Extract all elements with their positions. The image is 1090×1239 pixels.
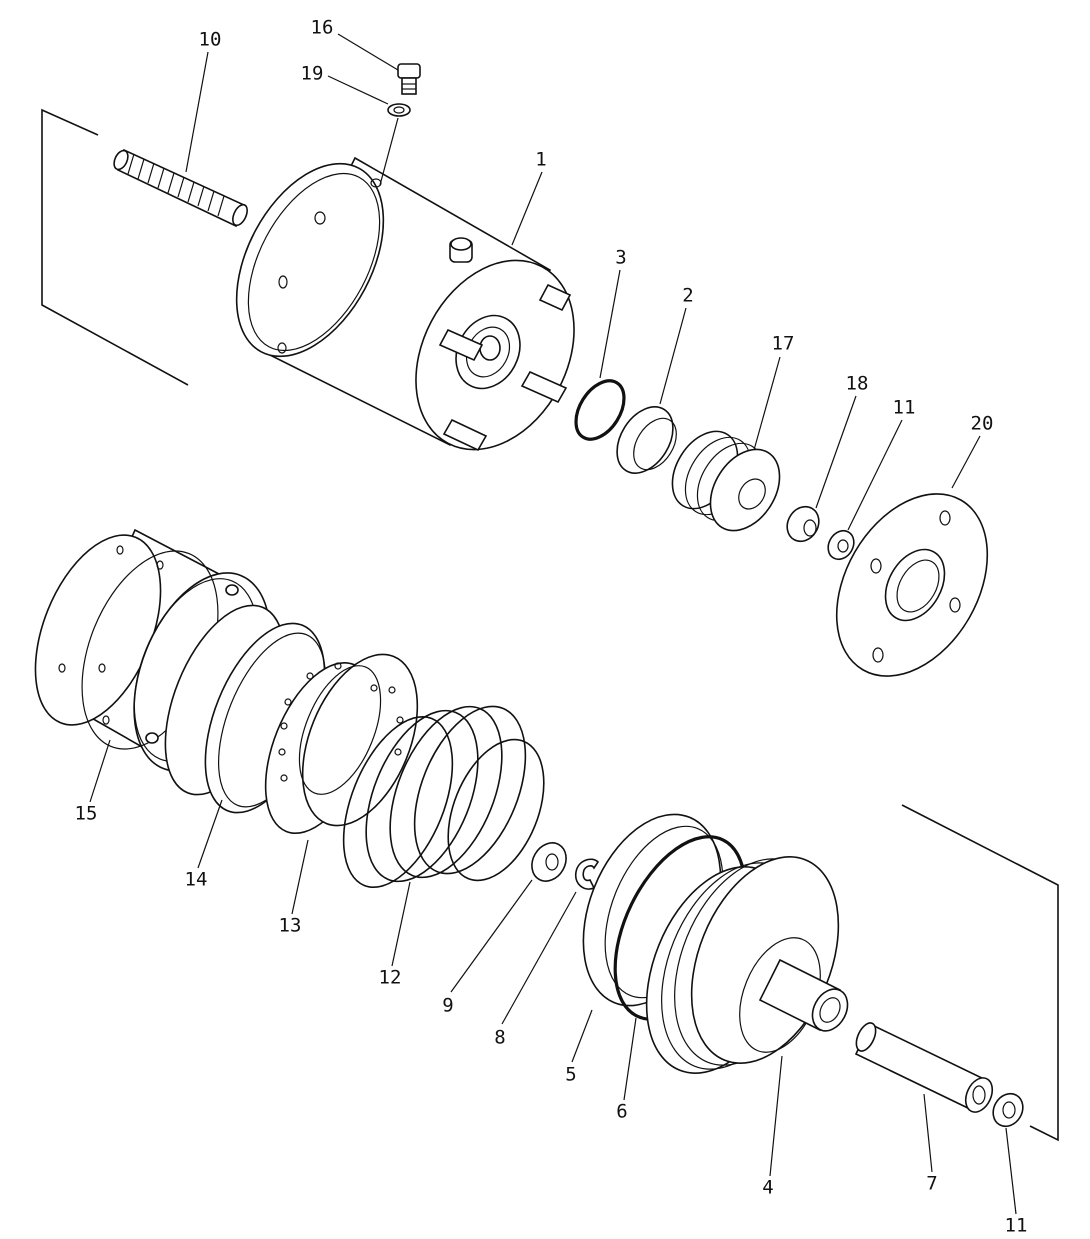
callout-18: 18 <box>846 373 869 395</box>
part-20-flange-plate <box>835 493 989 677</box>
callout-17: 17 <box>772 333 795 355</box>
leader-lines <box>89 33 1017 1215</box>
callout-15: 15 <box>75 803 98 825</box>
part-16-bolt <box>397 63 421 95</box>
section-bracket-top <box>41 108 189 386</box>
callout-16: 16 <box>311 17 334 39</box>
part-10-stud-bolt <box>113 148 248 228</box>
callout-11-upper: 11 <box>893 397 916 419</box>
callout-8: 8 <box>494 1027 505 1049</box>
callout-10: 10 <box>199 29 222 51</box>
callout-11-lower: 11 <box>1005 1215 1028 1237</box>
callout-19: 19 <box>301 63 324 85</box>
callout-13: 13 <box>279 915 302 937</box>
part-7-shaft <box>854 1022 994 1113</box>
callout-7: 7 <box>926 1173 937 1195</box>
part-17-piston <box>671 430 781 532</box>
part-9-nut <box>531 842 567 882</box>
callout-labels: 10 16 19 1 3 2 17 18 11 20 15 14 13 12 9… <box>75 17 1028 1237</box>
part-2-ring <box>616 406 677 474</box>
part-13-perforated-sleeve <box>264 653 419 835</box>
section-bracket-bottom <box>901 804 1059 1142</box>
callout-5: 5 <box>565 1064 576 1086</box>
callout-12: 12 <box>379 967 402 989</box>
part-4-piston <box>645 856 849 1074</box>
callout-6: 6 <box>616 1101 627 1123</box>
part-11-nut-lower <box>992 1092 1024 1128</box>
callout-3: 3 <box>615 247 626 269</box>
part-18-nut <box>786 505 820 543</box>
part-3-o-ring <box>574 379 626 441</box>
callout-2: 2 <box>682 285 693 307</box>
part-19-washer <box>387 103 411 117</box>
callout-14: 14 <box>185 869 208 891</box>
part-8-snap-ring <box>574 858 600 890</box>
part-1-housing <box>235 156 575 452</box>
callout-4: 4 <box>762 1177 773 1199</box>
part-11-nut-upper <box>827 529 855 561</box>
part-12-spring <box>342 705 545 889</box>
callout-1: 1 <box>535 149 546 171</box>
callout-20: 20 <box>971 413 994 435</box>
callout-9: 9 <box>442 995 453 1017</box>
